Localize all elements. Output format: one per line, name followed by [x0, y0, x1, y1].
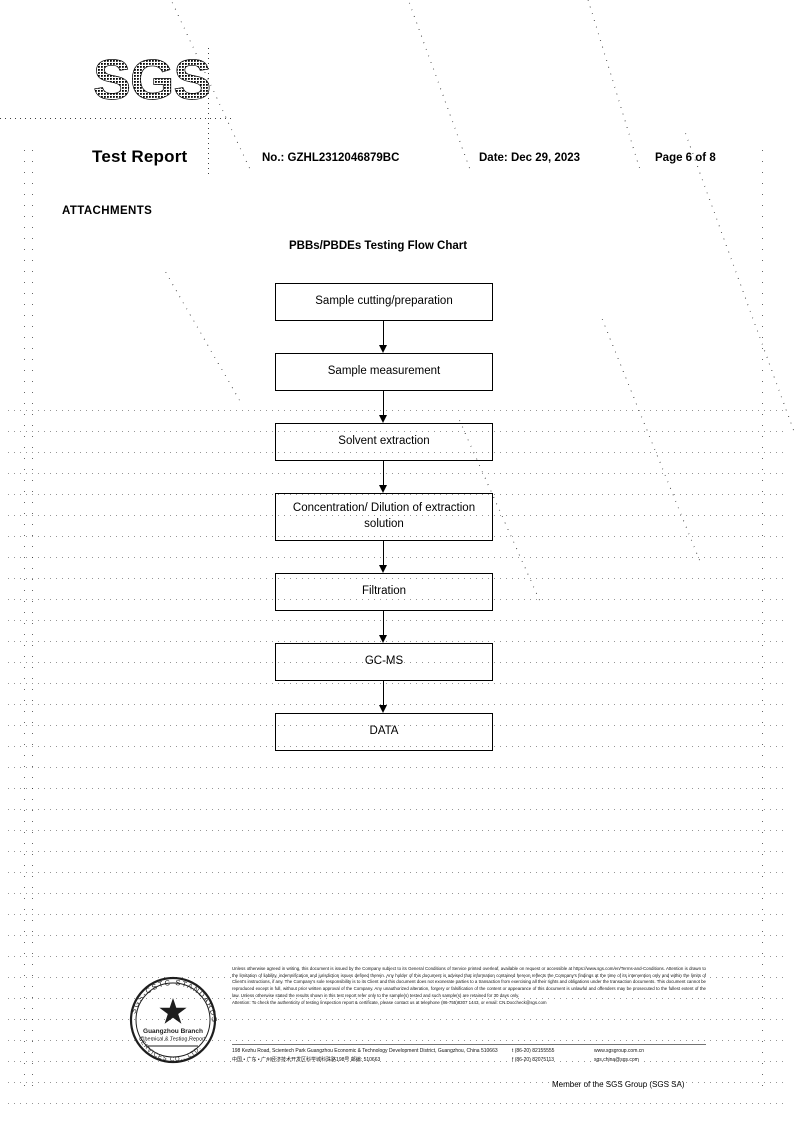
footer-address-line-cn: 中国 • 广东 • 广州经济技术开发区科学城科珠路198号 邮编: 510663… — [232, 1056, 706, 1065]
address-chinese: 中国 • 广东 • 广州经济技术开发区科学城科珠路198号 邮编: 510663 — [232, 1057, 381, 1064]
disclaimer-attention-note: Attention: To check the authenticity of … — [232, 1000, 547, 1006]
svg-text:SGS: SGS — [93, 48, 210, 110]
flow-step-filtration: Filtration — [275, 573, 493, 611]
svg-text:Guangzhou Branch: Guangzhou Branch — [143, 1028, 203, 1035]
flow-arrow-3 — [275, 461, 493, 493]
footer-disclaimer: Unless otherwise agreed in writing, this… — [232, 966, 706, 1007]
flow-arrow-5 — [275, 611, 493, 643]
flow-step-data: DATA — [275, 713, 493, 751]
website-url: www.sgsgroup.com.cn — [594, 1048, 645, 1054]
report-date: Date: Dec 29, 2023 — [479, 152, 581, 164]
email-address: sgs.china@sgs.com — [594, 1057, 639, 1064]
flow-step-gc-ms: GC-MS — [275, 643, 493, 681]
telephone-line-2: f (86-20) 82075113 — [511, 1057, 555, 1064]
flow-step-concentration-dilution: Concentration/ Dilution of extraction so… — [275, 493, 493, 541]
flow-chart: Sample cutting/preparation Sample measur… — [275, 283, 493, 751]
footer-divider — [232, 1044, 706, 1045]
sgs-group-member-note: Member of the SGS Group (SGS SA) — [552, 1080, 685, 1089]
watermark-diagonal-2 — [325, 0, 470, 169]
watermark-edge-left-2 — [32, 150, 33, 1090]
sgs-logo: SGS — [92, 48, 224, 110]
flow-step-solvent-extraction: Solvent extraction — [275, 423, 493, 461]
report-number: No.: GZHL2312046879BC — [262, 152, 400, 164]
flow-arrow-6 — [275, 681, 493, 713]
svg-text:Chemical & Testing Report: Chemical & Testing Report — [140, 1037, 205, 1043]
watermark-diagonal-3 — [539, 0, 640, 169]
watermark-diagonal-5 — [601, 318, 700, 561]
footer-address-block: 198 Kezhu Road, Scientech Park Guangzhou… — [232, 1047, 706, 1066]
watermark-edge-left — [24, 150, 25, 1090]
watermark-diagonal-7 — [164, 270, 240, 401]
section-heading-attachments: ATTACHMENTS — [62, 205, 153, 217]
flow-chart-title: PBBs/PBDEs Testing Flow Chart — [289, 240, 468, 252]
flow-step-sample-cutting: Sample cutting/preparation — [275, 283, 493, 321]
address-english: 198 Kezhu Road, Scientech Park Guangzhou… — [232, 1048, 498, 1054]
telephone-line-1: t (86-20) 82155555 — [511, 1048, 555, 1054]
watermark-diagonal-4 — [683, 129, 794, 431]
report-header: Test Report No.: GZHL2312046879BC Date: … — [0, 147, 794, 171]
flow-arrow-4 — [275, 541, 493, 573]
page-number: Page 6 of 8 — [655, 152, 716, 164]
page-title: Test Report — [92, 147, 188, 166]
flow-step-sample-measurement: Sample measurement — [275, 353, 493, 391]
disclaimer-text: Unless otherwise agreed in writing, this… — [232, 966, 706, 998]
watermark-edge-right — [762, 150, 763, 1090]
official-stamp-seal: SGS-CSTC STANDARDS TECH SERVICES CO., LT… — [115, 961, 228, 1072]
flow-arrow-2 — [275, 391, 493, 423]
footer-address-line-en: 198 Kezhu Road, Scientech Park Guangzhou… — [232, 1047, 706, 1056]
flow-arrow-1 — [275, 321, 493, 353]
logo-divider-horizontal — [0, 118, 232, 119]
